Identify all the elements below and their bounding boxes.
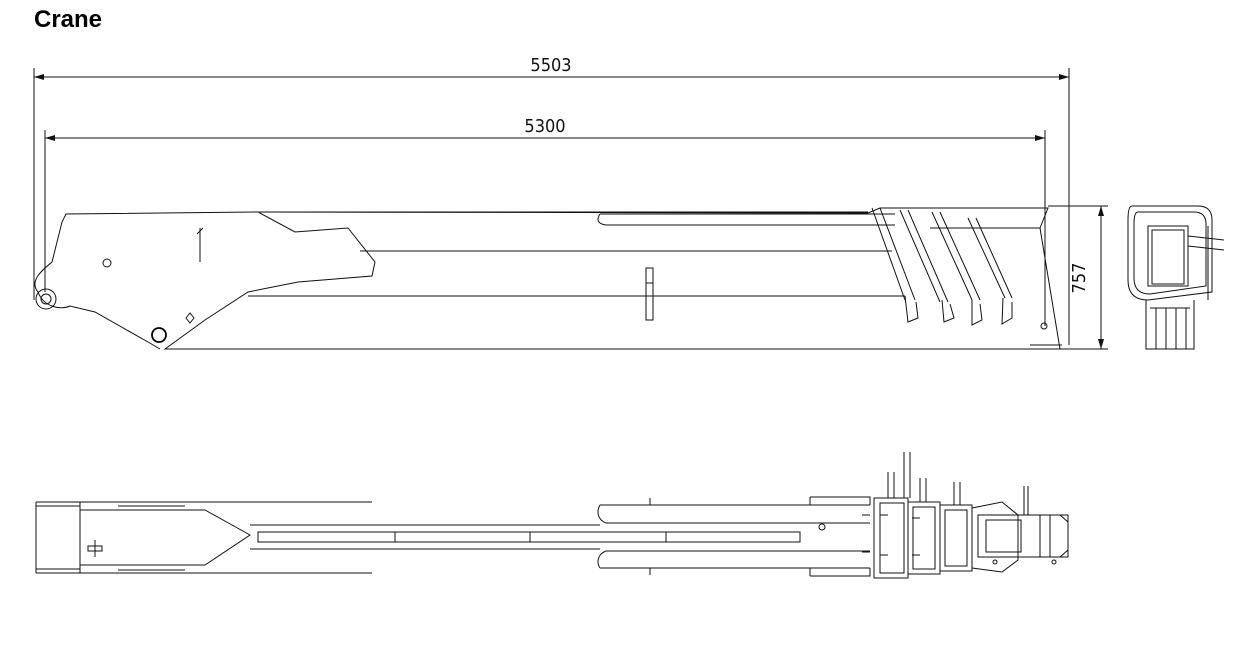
top-view	[35, 452, 1069, 579]
end-view	[1127, 205, 1225, 350]
drawing-title: Crane	[34, 6, 103, 33]
dimension-boom: 5300	[44, 116, 1046, 326]
dimension-height: 757	[1048, 205, 1108, 350]
dim-height: 757	[1069, 263, 1090, 294]
dimension-overall: 5503	[33, 55, 1070, 345]
dim-overall-length: 5503	[530, 55, 571, 76]
dim-boom-length: 5300	[524, 116, 565, 137]
side-view	[34, 207, 1062, 350]
